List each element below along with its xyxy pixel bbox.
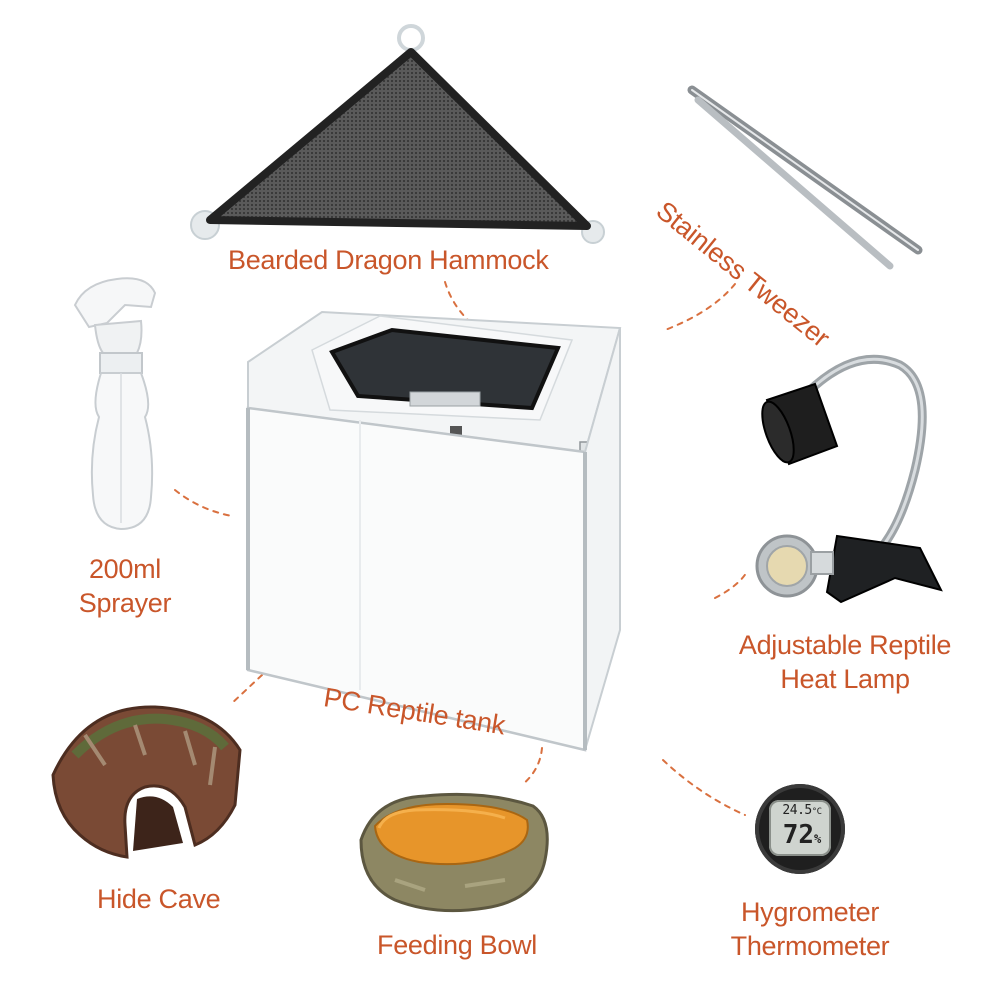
reptile-tank-image [246,310,622,752]
hygrometer-label-line1: Hygrometer [740,897,880,927]
hygrometer-label-line2: Thermometer [730,931,890,961]
heat-lamp-image [755,354,943,604]
tweezer-image [687,85,923,270]
heat-lamp-label-line2: Heat Lamp [780,664,910,694]
feeding-bowl-label: Feeding Bowl [377,930,537,960]
heat-lamp-label-line1: Adjustable Reptile [738,630,952,660]
humidity-unit: % [814,832,822,846]
hygrometer-label: Hygrometer Thermometer [715,895,905,963]
connector-hygro [662,759,746,816]
hide-cave-label: Hide Cave [97,884,221,914]
humidity-reading: 72 [782,820,815,850]
heat-lamp-label: Adjustable Reptile Heat Lamp [720,628,970,696]
sprayer-image [73,277,157,531]
sprayer-label-line2: Sprayer [78,588,172,618]
connector-sprayer [174,489,233,517]
hammock-label: Bearded Dragon Hammock [228,245,549,275]
hammock-image [190,24,605,244]
hygrometer-display: 24.5°C 72% [769,800,831,856]
sprayer-label-line1: 200ml [88,554,162,584]
connector-tweezer [664,283,736,331]
sprayer-label: 200ml Sprayer [60,552,190,620]
hide-cave-image [51,705,242,859]
connector-lamp [714,569,749,599]
temperature-unit: °C [811,807,822,817]
connector-bowl [521,747,543,786]
feeding-bowl-image [359,792,549,913]
temperature-reading: 24.5 [782,803,812,818]
connector-cave [229,674,263,706]
hygrometer-image: 24.5°C 72% [755,784,845,874]
